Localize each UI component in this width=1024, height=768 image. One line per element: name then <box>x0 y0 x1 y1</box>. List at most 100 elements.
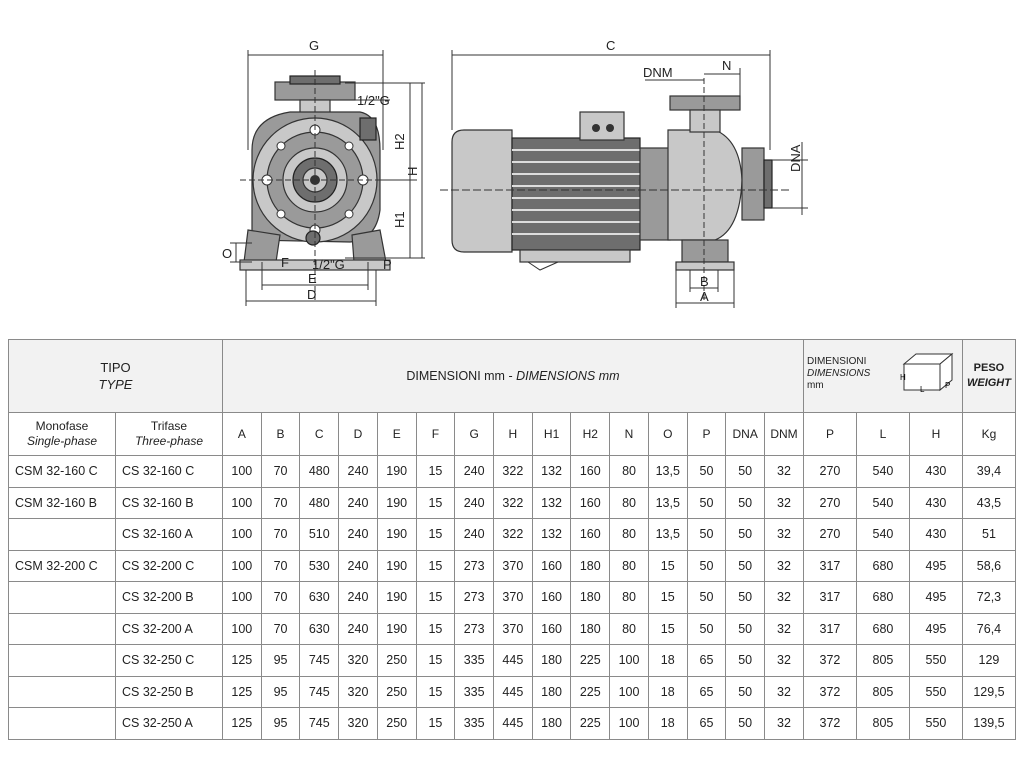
label-N: N <box>722 58 731 73</box>
value-cell: 129 <box>961 644 1017 677</box>
value-cell: 32 <box>764 675 804 708</box>
value-cell: 95 <box>260 644 301 677</box>
value-cell: 100 <box>221 549 262 582</box>
weight-header: PESO WEIGHT <box>961 339 1017 413</box>
value-cell: 190 <box>376 486 417 519</box>
value-cell: 495 <box>908 581 963 614</box>
value-cell: 65 <box>686 707 727 740</box>
value-cell: 180 <box>531 675 572 708</box>
value-cell: 550 <box>908 675 963 708</box>
value-cell: 445 <box>493 675 533 708</box>
value-cell: 32 <box>764 549 804 582</box>
trifase-model-cell: CS 32-160 B <box>114 486 223 519</box>
trifase-model-cell: CS 32-200 C <box>114 549 223 582</box>
dimensions-table: TIPO TYPE DIMENSIONI mm - DIMENSIONS mm … <box>8 339 1017 740</box>
value-cell: 805 <box>855 707 910 740</box>
monofase-model-cell <box>8 644 116 677</box>
value-cell: 430 <box>908 518 963 551</box>
value-cell: 372 <box>802 707 857 740</box>
label-C: C <box>606 38 615 53</box>
label-DNA: DNA <box>788 144 803 172</box>
value-cell: 160 <box>570 518 611 551</box>
value-cell: 100 <box>609 675 649 708</box>
value-cell: 32 <box>764 612 804 645</box>
value-cell: 250 <box>376 675 417 708</box>
value-cell: 18 <box>647 644 688 677</box>
value-cell: 100 <box>221 581 262 614</box>
value-cell: 180 <box>531 707 572 740</box>
col-header: N <box>609 412 649 456</box>
value-cell: 50 <box>725 486 766 519</box>
label-A: A <box>700 289 709 304</box>
table-header-row-1: TIPO TYPE DIMENSIONI mm - DIMENSIONS mm … <box>8 339 1017 413</box>
value-cell: 540 <box>855 518 910 551</box>
value-cell: 13,5 <box>647 518 688 551</box>
value-cell: 160 <box>531 549 572 582</box>
value-cell: 320 <box>338 707 378 740</box>
value-cell: 32 <box>764 644 804 677</box>
value-cell: 50 <box>725 707 766 740</box>
value-cell: 80 <box>609 581 649 614</box>
value-cell: 100 <box>221 486 262 519</box>
col-header: P <box>802 412 857 456</box>
packing-dimensions-header: DIMENSIONI DIMENSIONS mm H L P <box>802 339 963 413</box>
col-header: O <box>647 412 688 456</box>
value-cell: 480 <box>299 455 340 488</box>
col-header: C <box>299 412 340 456</box>
col-header: L <box>855 412 910 456</box>
value-cell: 15 <box>415 644 456 677</box>
value-cell: 100 <box>609 644 649 677</box>
value-cell: 15 <box>415 455 456 488</box>
value-cell: 510 <box>299 518 340 551</box>
box-icon: H L P <box>900 352 954 394</box>
value-cell: 190 <box>376 612 417 645</box>
pump-front-view: G H2 H H1 1/2"G O F 1/2"G P E D <box>222 38 425 306</box>
svg-text:H: H <box>900 373 906 382</box>
value-cell: 335 <box>454 644 494 677</box>
value-cell: 630 <box>299 612 340 645</box>
value-cell: 15 <box>415 675 456 708</box>
pump-side-view: C DNM N DNA B A <box>440 38 808 308</box>
dimensions-header: DIMENSIONI mm - DIMENSIONS mm <box>221 339 804 413</box>
value-cell: 125 <box>221 707 262 740</box>
tipo-header: TIPO TYPE <box>8 339 223 413</box>
value-cell: 190 <box>376 518 417 551</box>
col-header: A <box>221 412 262 456</box>
value-cell: 50 <box>686 581 727 614</box>
monofase-model-cell <box>8 707 116 740</box>
value-cell: 190 <box>376 455 417 488</box>
value-cell: 372 <box>802 644 857 677</box>
value-cell: 240 <box>338 518 378 551</box>
value-cell: 180 <box>570 581 611 614</box>
monofase-model-cell <box>8 518 116 551</box>
value-cell: 180 <box>570 549 611 582</box>
value-cell: 15 <box>415 581 456 614</box>
value-cell: 125 <box>221 675 262 708</box>
value-cell: 139,5 <box>961 707 1017 740</box>
label-H: H <box>405 167 420 176</box>
value-cell: 322 <box>493 486 533 519</box>
value-cell: 18 <box>647 707 688 740</box>
value-cell: 317 <box>802 612 857 645</box>
value-cell: 550 <box>908 644 963 677</box>
value-cell: 240 <box>454 486 494 519</box>
value-cell: 50 <box>725 455 766 488</box>
value-cell: 540 <box>855 455 910 488</box>
value-cell: 72,3 <box>961 581 1017 614</box>
value-cell: 95 <box>260 675 301 708</box>
value-cell: 430 <box>908 455 963 488</box>
value-cell: 480 <box>299 486 340 519</box>
value-cell: 273 <box>454 581 494 614</box>
value-cell: 270 <box>802 455 857 488</box>
value-cell: 270 <box>802 486 857 519</box>
value-cell: 15 <box>415 486 456 519</box>
value-cell: 70 <box>260 486 301 519</box>
value-cell: 190 <box>376 549 417 582</box>
value-cell: 50 <box>686 518 727 551</box>
monofase-model-cell: CSM 32-160 C <box>8 455 116 488</box>
value-cell: 160 <box>570 486 611 519</box>
col-header: P <box>686 412 727 456</box>
value-cell: 745 <box>299 644 340 677</box>
